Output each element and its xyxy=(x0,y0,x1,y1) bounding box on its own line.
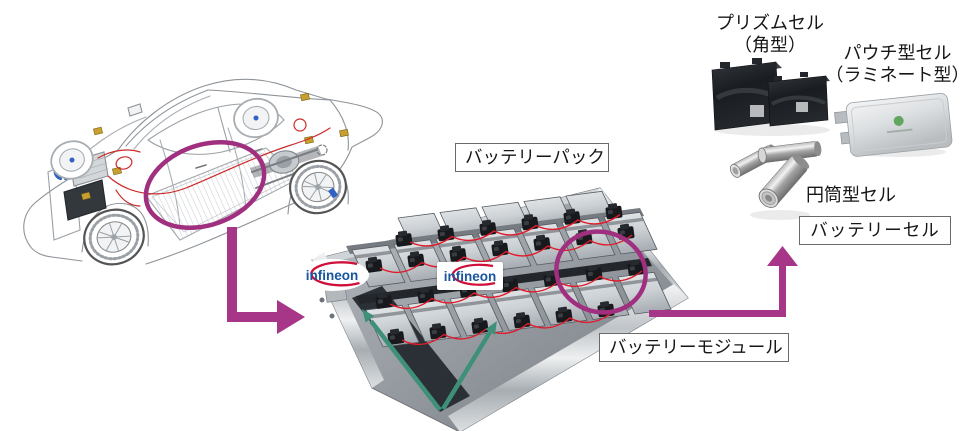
car-to-pack-arrow xyxy=(227,227,305,334)
pack-module-highlight-ellipse xyxy=(554,229,648,315)
infineon-logo-text: infineon xyxy=(443,268,497,284)
label-cylindrical-cell: 円筒型セル xyxy=(806,185,896,205)
infineon-swoosh-icon xyxy=(451,263,496,286)
battery-pack-photo xyxy=(311,187,689,431)
pack-internals-arrows xyxy=(362,309,497,412)
module-to-cell-arrow xyxy=(649,246,798,317)
cylindrical-cells-photo xyxy=(729,141,822,220)
car-wheels xyxy=(50,97,347,266)
ev-car-illustration xyxy=(23,78,383,266)
label-prism-cell-line1: プリズムセル xyxy=(716,13,824,33)
label-prism-cell-line2: （角型） xyxy=(734,35,806,55)
label-pouch-cell-line1: パウチ型セル xyxy=(843,43,952,63)
infineon-logo-text: infineon xyxy=(305,267,359,283)
label-pouch-cell-line2: （ラミネート型） xyxy=(825,65,960,85)
infineon-swoosh-icon xyxy=(310,261,360,287)
prism-cells-photo xyxy=(711,58,830,136)
label-pouch-cell: パウチ型セル （ラミネート型） xyxy=(820,42,960,86)
label-prism-cell: プリズムセル （角型） xyxy=(690,12,850,56)
infineon-logo-left: infineon xyxy=(295,259,369,291)
car-battery-highlight-ellipse xyxy=(143,140,267,230)
pouch-cell-photo xyxy=(834,93,953,157)
infineon-logo-center: infineon xyxy=(437,262,503,290)
label-battery-module: バッテリーモジュール xyxy=(599,333,789,362)
label-battery-cell: バッテリーセル xyxy=(799,216,951,245)
label-battery-pack: バッテリーパック xyxy=(455,143,609,172)
pack-wiring xyxy=(379,213,643,346)
